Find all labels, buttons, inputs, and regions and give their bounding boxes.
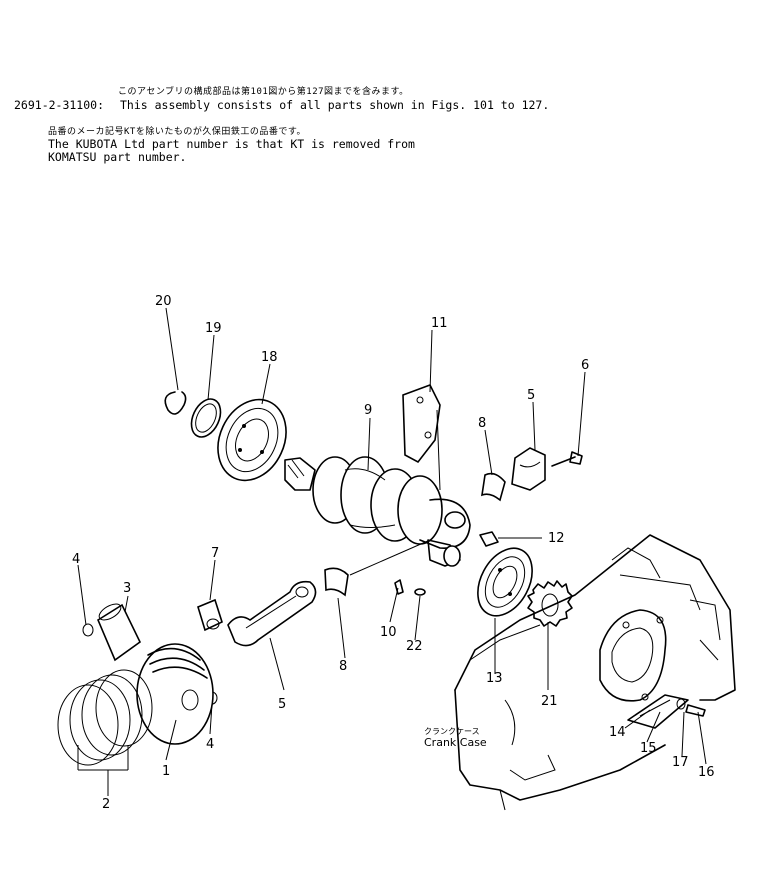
crank-case-housing xyxy=(454,534,736,811)
callout-8-upper: 8 xyxy=(478,416,486,431)
bearing-18 xyxy=(217,398,287,482)
gear-21 xyxy=(527,580,573,627)
callout-5-cap: 5 xyxy=(527,388,535,403)
bolt-6 xyxy=(551,451,583,467)
assembly-note: This assembly consists of all parts show… xyxy=(120,98,550,112)
callout-10: 10 xyxy=(380,625,397,640)
callout-3: 3 xyxy=(123,581,131,596)
leader-lines xyxy=(77,307,707,796)
crank-case-label: クランクケース Crank Case xyxy=(424,727,487,749)
assembly-code: 2691-2-31100: xyxy=(14,98,105,112)
part-number-note-line1: The KUBOTA Ltd part number is that KT is… xyxy=(48,137,415,151)
callout-17: 17 xyxy=(672,755,689,770)
callout-7: 7 xyxy=(211,546,219,561)
callout-1: 1 xyxy=(162,764,170,779)
bearing-cap-5 xyxy=(511,447,546,491)
washer-17 xyxy=(676,698,686,710)
callout-4-right: 4 xyxy=(206,737,214,752)
crankshaft-9 xyxy=(284,456,471,567)
piston-rings-2 xyxy=(57,669,153,766)
bolt-16 xyxy=(685,704,706,717)
callout-9: 9 xyxy=(364,403,372,418)
balancer-plate-11 xyxy=(402,384,441,464)
part-number-note-line2: KOMATSU part number. xyxy=(48,150,187,164)
callout-16: 16 xyxy=(698,765,715,780)
bushing-7 xyxy=(197,598,223,632)
assembly-note-jp: このアセンブリの構成部品は第101図から第127図までを含みます。 xyxy=(118,87,409,97)
snap-ring-20 xyxy=(164,391,187,415)
callout-2: 2 xyxy=(102,797,110,812)
callout-22: 22 xyxy=(406,639,423,654)
piston-pin-3 xyxy=(96,603,142,662)
callout-labels: 20 19 18 9 11 5 6 8 12 7 3 4 5 4 1 2 8 1… xyxy=(72,294,715,812)
bearing-shell-8-upper xyxy=(481,472,506,502)
callout-19: 19 xyxy=(205,321,222,336)
callout-13: 13 xyxy=(486,671,503,686)
callout-4-left: 4 xyxy=(72,552,80,567)
assembly-notes: このアセンブリの構成部品は第101図から第127図までを含みます。 2691-2… xyxy=(0,0,770,180)
callout-18: 18 xyxy=(261,350,278,365)
key-10 xyxy=(394,579,404,595)
ring-19 xyxy=(190,398,222,438)
bearing-13 xyxy=(477,547,533,617)
bolt-12 xyxy=(479,531,499,547)
callout-8-lower: 8 xyxy=(339,659,347,674)
callout-20: 20 xyxy=(155,294,172,309)
crank-case-label-jp: クランクケース xyxy=(424,727,480,736)
piston-1 xyxy=(136,643,214,745)
part-number-note-jp: 品番のメーカ記号KTを除いたものが久保田鉄工の品番です。 xyxy=(48,127,306,137)
callout-15: 15 xyxy=(640,741,657,756)
callout-12: 12 xyxy=(548,531,565,546)
callout-5-rod: 5 xyxy=(278,697,286,712)
callout-6: 6 xyxy=(581,358,589,373)
connecting-rod-5 xyxy=(227,580,317,647)
callout-21: 21 xyxy=(541,694,558,709)
key-22 xyxy=(414,588,426,596)
callout-14: 14 xyxy=(609,725,626,740)
callout-11: 11 xyxy=(431,316,448,331)
bearing-shell-8-lower xyxy=(324,567,349,597)
crank-case-label-en: Crank Case xyxy=(424,736,487,749)
circlip-4-left xyxy=(82,623,94,637)
